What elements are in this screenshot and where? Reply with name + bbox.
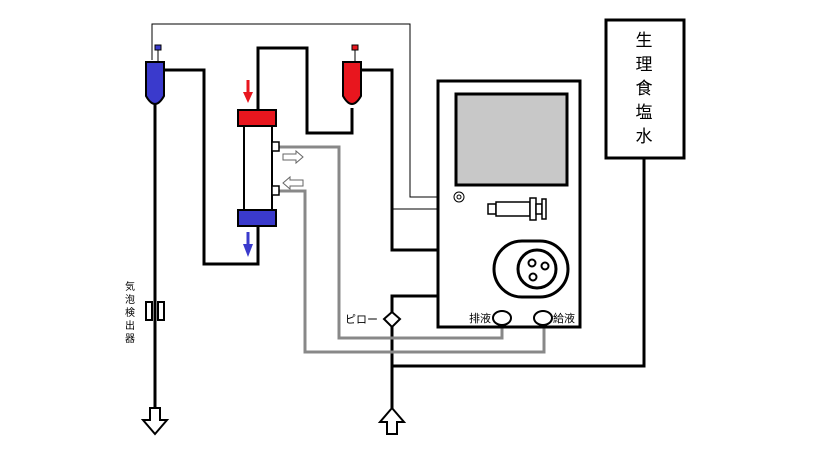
dialysate-lines bbox=[277, 145, 546, 354]
dialysate-out-arrow-icon bbox=[282, 149, 304, 165]
machine-screen bbox=[454, 92, 569, 187]
supply-port bbox=[533, 310, 553, 326]
saline-char: 理 bbox=[636, 55, 653, 75]
pillow: ピロー bbox=[345, 310, 402, 329]
syringe-icon bbox=[487, 197, 547, 221]
dialysis-machine: 排液 給液 bbox=[436, 79, 582, 329]
outlet-arrow-icon bbox=[140, 407, 170, 436]
saline-bag: 生 理 食 塩 水 bbox=[604, 18, 686, 160]
drain-label: 排液 bbox=[469, 311, 491, 325]
blood-tubing bbox=[153, 46, 646, 408]
bubble-char: 気 bbox=[125, 280, 135, 293]
saline-char: 生 bbox=[636, 31, 653, 51]
dialyzer bbox=[237, 109, 280, 227]
saline-char: 食 bbox=[636, 79, 653, 99]
blood-in-arrow-icon bbox=[243, 80, 253, 103]
drain-port bbox=[492, 310, 512, 326]
blood-out-arrow-icon bbox=[243, 232, 253, 257]
bubble-char: 器 bbox=[125, 333, 135, 345]
bubble-char: 検 bbox=[125, 306, 135, 319]
inlet-arrow-icon bbox=[377, 406, 407, 435]
bubble-char: 出 bbox=[125, 319, 135, 332]
blood-pump-icon bbox=[492, 239, 570, 299]
arterial-drip-chamber bbox=[342, 44, 362, 105]
dialysate-in-arrow-icon bbox=[282, 175, 304, 191]
venous-drip-chamber bbox=[145, 44, 165, 105]
saline-char: 塩 bbox=[636, 103, 653, 123]
supply-label: 給液 bbox=[553, 311, 575, 325]
saline-char: 水 bbox=[636, 127, 653, 147]
bubble-char: 泡 bbox=[125, 293, 135, 306]
pillow-label: ピロー bbox=[345, 313, 378, 326]
bubble-detector: 気 泡 検 出 器 bbox=[125, 280, 165, 345]
